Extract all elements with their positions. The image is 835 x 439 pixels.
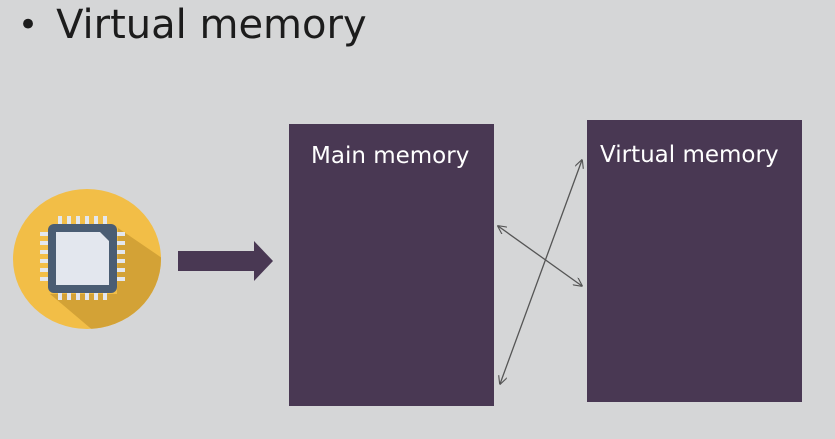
slide-title: • Virtual memory xyxy=(18,2,367,48)
main-memory-box: Main memory xyxy=(289,124,494,406)
cpu-chip-icon xyxy=(13,189,161,329)
virtual-memory-label: Virtual memory xyxy=(600,142,779,168)
bullet-point: • xyxy=(18,5,39,45)
virtual-memory-box: Virtual memory xyxy=(587,120,802,402)
mapping-arrow-virtual-to-main xyxy=(500,160,582,384)
processor-to-memory-arrow xyxy=(178,241,273,281)
mapping-arrow-main-to-virtual xyxy=(498,226,582,286)
main-memory-label: Main memory xyxy=(311,143,470,169)
slide-title-text: Virtual memory xyxy=(56,2,367,48)
